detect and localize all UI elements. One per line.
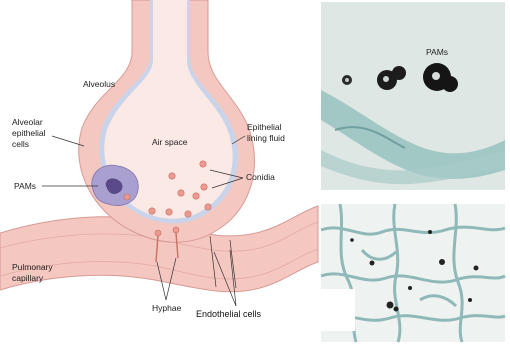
label-pams-micrograph: PAMs [426, 47, 448, 57]
alveolus-schematic: Alveolus Alveolar epithelial cells Epith… [0, 0, 318, 319]
label-air-space: Air space [152, 137, 188, 147]
label-conidia: Conidia [246, 172, 275, 182]
micrograph-bottom [319, 204, 505, 342]
label-alveolus: Alveolus [83, 79, 115, 89]
label-pams: PAMs [14, 181, 36, 191]
pam-macrophage [92, 165, 138, 205]
label-endothelial-cells: Endothelial cells [196, 309, 262, 319]
label-epithelial-lining-fluid: Epithelial lining fluid [247, 122, 285, 143]
white-mask [319, 289, 355, 331]
label-alveolar-epithelial-cells: Alveolar epithelial cells [12, 117, 48, 149]
micrograph-top: PAMs [321, 2, 505, 190]
label-hyphae: Hyphae [152, 303, 182, 313]
